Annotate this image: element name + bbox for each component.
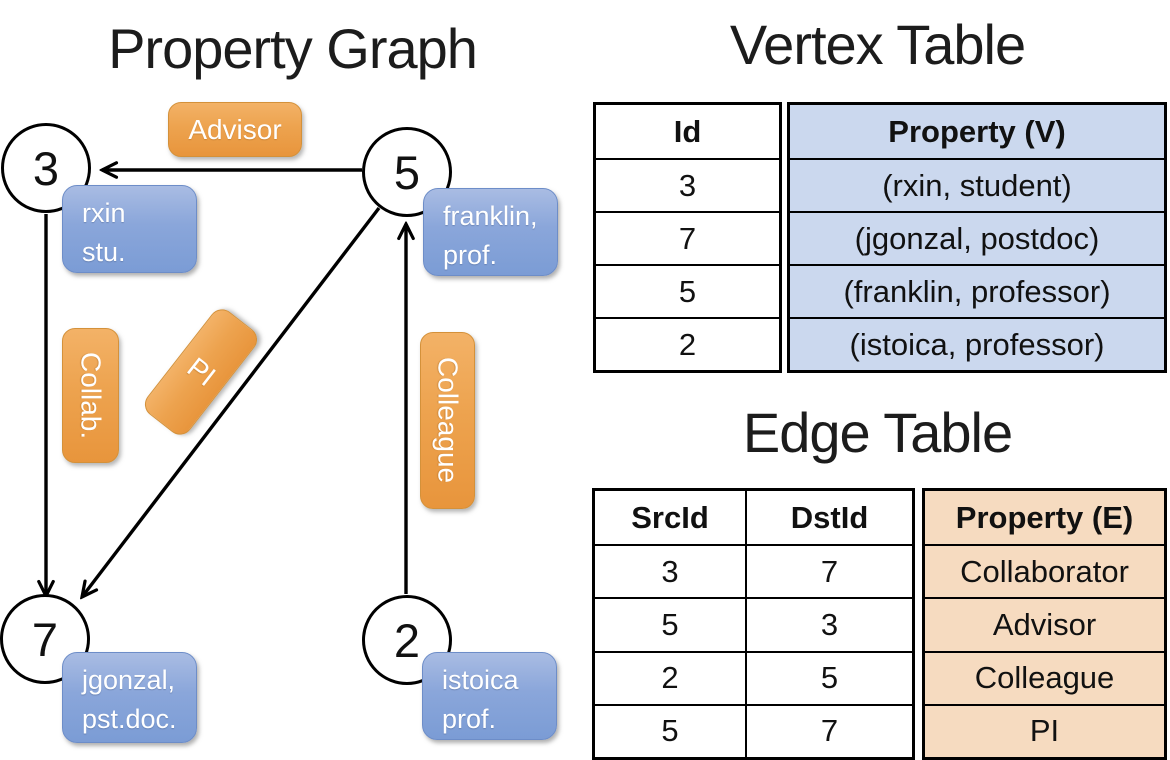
edge-table-cell-src: 5	[595, 597, 745, 650]
graph-node-5: 5	[362, 127, 452, 217]
edge-table-cell-src: 3	[595, 544, 745, 597]
edge-table-cell-property: PI	[925, 703, 1164, 757]
edge-label-collab: Collab.	[62, 328, 119, 463]
edge-table-header-srcid: SrcId	[631, 499, 709, 535]
edge-table-cell-dst: 7	[745, 544, 912, 598]
vertex-box-jgonzal: jgonzal, pst.doc.	[62, 652, 197, 743]
edge-table-cell-dst: 3	[745, 597, 912, 651]
edge-table-cell-src: 2	[595, 650, 745, 704]
edge-table-cell-dst: 7	[745, 703, 912, 757]
vertex-table-id-column: Id 3 7 5 2	[593, 102, 782, 373]
edge-table-cell-property: Collaborator	[925, 544, 1164, 597]
edge-label-advisor: Advisor	[168, 102, 302, 157]
vertex-box-rxin-line1: rxin	[82, 198, 126, 228]
vertex-box-franklin-line2: prof.	[443, 240, 498, 271]
vertex-table-header-id: Id	[673, 113, 702, 149]
vertex-box-jgonzal-line2: pst.doc.	[82, 704, 177, 735]
vertex-table-cell-property: (franklin, professor)	[790, 264, 1164, 317]
vertex-box-istoica: istoica prof.	[422, 652, 557, 740]
vertex-table-cell-id: 7	[596, 211, 779, 264]
edge-table-header-dstid: DstId	[745, 491, 912, 545]
edge-table-cell-property: Colleague	[925, 650, 1164, 704]
vertex-box-franklin-line1: franklin,	[443, 201, 538, 231]
vertex-box-franklin: franklin, prof.	[423, 188, 558, 276]
edge-table-header-property: Property (E)	[955, 499, 1134, 535]
vertex-table-cell-property: (rxin, student)	[790, 158, 1164, 211]
vertex-box-jgonzal-line1: jgonzal,	[82, 665, 176, 695]
vertex-box-rxin: rxin stu.	[62, 185, 197, 273]
node-5-id: 5	[393, 145, 421, 199]
vertex-table-header-property: Property (V)	[888, 113, 1066, 149]
edge-table-cell-property: Advisor	[925, 597, 1164, 650]
vertex-table-cell-property: (istoica, professor)	[790, 317, 1164, 370]
vertex-table-cell-property: (jgonzal, postdoc)	[790, 211, 1164, 264]
edge-table-property-column: Property (E) Collaborator Advisor Collea…	[922, 488, 1167, 760]
vertex-box-istoica-line2: prof.	[442, 704, 497, 735]
edge-table-id-columns: SrcId DstId 3 7 5 3 2 5 5 7	[592, 488, 915, 760]
graph-node-2: 2	[362, 595, 452, 685]
vertex-table-cell-id: 3	[596, 158, 779, 211]
vertex-box-istoica-line1: istoica	[442, 665, 519, 695]
vertex-box-rxin-line2: stu.	[82, 237, 126, 268]
edge-pi-5-to-7	[82, 206, 381, 597]
node-7-id: 7	[31, 612, 59, 666]
edge-table-title: Edge Table	[742, 401, 1013, 464]
vertex-table-title: Vertex Table	[729, 13, 1026, 76]
vertex-table-property-column: Property (V) (rxin, student) (jgonzal, p…	[787, 102, 1167, 373]
edge-label-collab-text: Collab.	[75, 351, 107, 440]
edge-table-cell-src: 5	[595, 703, 745, 757]
node-3-id: 3	[32, 141, 60, 195]
edge-label-pi-text: PI	[181, 351, 222, 392]
node-2-id: 2	[393, 613, 421, 667]
edge-label-colleague-text: Colleague	[432, 357, 464, 484]
vertex-table-cell-id: 2	[596, 317, 779, 370]
edge-table-cell-dst: 5	[745, 650, 912, 704]
property-graph-title: Property Graph	[108, 17, 478, 80]
edge-label-colleague: Colleague	[420, 332, 475, 509]
edge-label-advisor-text: Advisor	[188, 113, 282, 145]
vertex-table-cell-id: 5	[596, 264, 779, 317]
